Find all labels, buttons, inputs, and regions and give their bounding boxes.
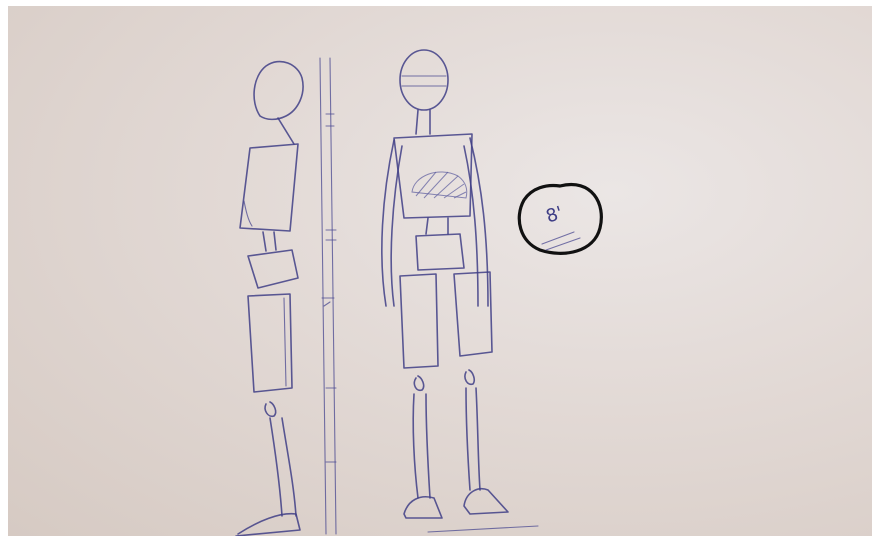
front-figure-left-knee [414, 376, 423, 390]
side-figure-thigh-edge [284, 298, 286, 386]
front-figure-left-foot [404, 497, 442, 518]
side-figure-torso-shade [244, 201, 252, 226]
side-view-figure [236, 62, 303, 536]
side-figure-pelvis [248, 250, 298, 288]
sketch-paper: 8' [8, 6, 872, 536]
front-figure-left-thigh [400, 274, 438, 368]
ground-line [428, 526, 538, 532]
side-figure-head [254, 62, 303, 120]
front-figure-waist [426, 218, 448, 234]
side-figure-foot [236, 514, 300, 536]
front-figure-right-foot [464, 489, 508, 514]
front-figure-head [400, 50, 448, 110]
side-figure-neck [278, 118, 294, 144]
height-measure-line [320, 58, 336, 534]
front-figure-right-shin [466, 388, 480, 490]
front-figure-right-knee [465, 370, 474, 384]
side-figure-waist [263, 232, 276, 251]
front-figure-left-arm [382, 140, 402, 306]
figure-drawing: 8' [8, 6, 872, 536]
front-figure-left-shin [413, 394, 430, 498]
side-figure-shin [270, 418, 296, 516]
front-figure-pelvis [416, 234, 464, 270]
front-figure-right-thigh [454, 272, 492, 356]
front-figure-right-arm [464, 138, 488, 306]
circled-annotation: 8' [519, 185, 601, 254]
front-view-figure [382, 50, 538, 532]
side-figure-knee [265, 402, 276, 416]
front-figure-neck [416, 110, 430, 134]
annotation-label: 8' [543, 203, 565, 228]
front-figure-chest-hatch [412, 172, 467, 198]
